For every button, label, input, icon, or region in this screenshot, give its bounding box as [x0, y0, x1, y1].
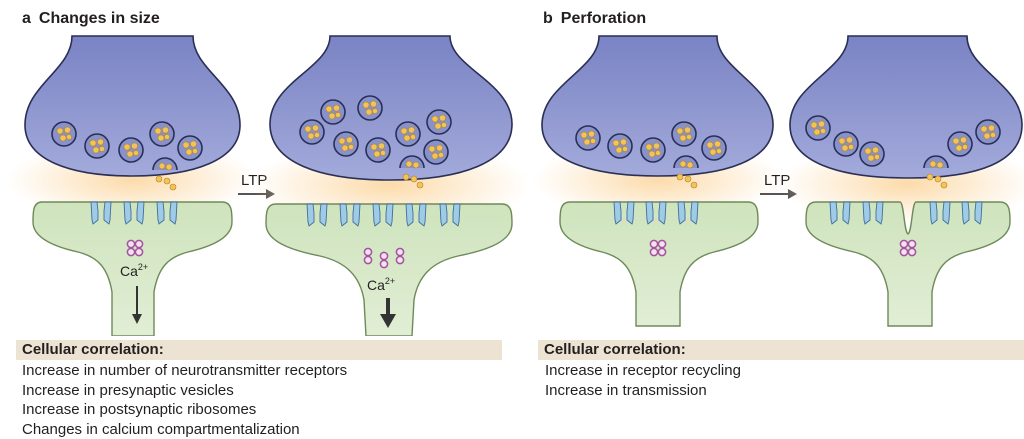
vesicle [321, 100, 345, 124]
panel-a-correlation-header: Cellular correlation: [16, 340, 502, 360]
vesicle [334, 132, 358, 156]
panel-b-synapse-after [778, 36, 1024, 326]
vesicle [576, 126, 600, 150]
vesicle [834, 132, 858, 156]
vesicle [52, 122, 76, 146]
panel-b-synapse-before [533, 36, 783, 326]
synapse-diagram: Ca2+ LTP Ca2+ [0, 0, 1024, 336]
vesicle [702, 136, 726, 160]
panel-b-correlation-header: Cellular correlation: [538, 340, 1024, 360]
vesicle [948, 132, 972, 156]
vesicle [860, 142, 884, 166]
vesicle [427, 110, 451, 134]
panel-a-correlation-list: Increase in number of neurotransmitter r… [22, 361, 347, 439]
postsynaptic-spine [560, 202, 758, 326]
vesicle [806, 116, 830, 140]
vesicle [976, 120, 1000, 144]
correlation-item: Changes in calcium compartmentalization [22, 420, 347, 439]
vesicle [608, 134, 632, 158]
vesicle [366, 138, 390, 162]
vesicle [641, 138, 665, 162]
correlation-item: Increase in number of neurotransmitter r… [22, 361, 347, 381]
vesicle [85, 134, 109, 158]
vesicle [150, 122, 174, 146]
panel-a-synapse-before: Ca2+ [7, 36, 257, 336]
correlation-item: Increase in postsynaptic ribosomes [22, 400, 347, 420]
panel-a-synapse-after: Ca2+ [250, 36, 530, 336]
vesicle [119, 138, 143, 162]
presynaptic-terminal [270, 36, 512, 180]
presynaptic-terminal [790, 36, 1022, 178]
vesicle [178, 136, 202, 160]
vesicle [672, 122, 696, 146]
correlation-item: Increase in receptor recycling [545, 361, 741, 381]
correlation-item: Increase in presynaptic vesicles [22, 381, 347, 401]
vesicle [424, 140, 448, 164]
correlation-item: Increase in transmission [545, 381, 741, 401]
vesicle [396, 122, 420, 146]
vesicle [358, 96, 382, 120]
vesicle [300, 120, 324, 144]
panel-b-correlation-list: Increase in receptor recycling Increase … [545, 361, 741, 400]
